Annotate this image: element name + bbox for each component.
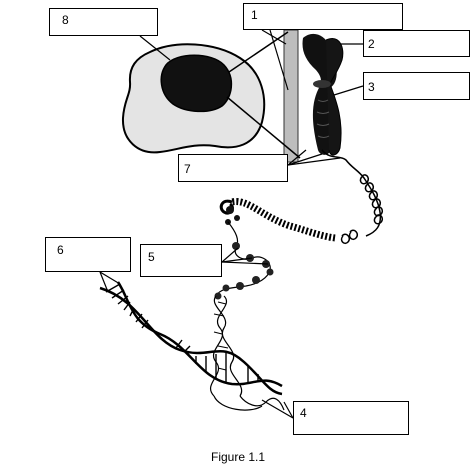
chromosome [302,33,344,156]
zoom-panel [283,29,299,163]
label-number-2: 2 [368,37,375,51]
supercoil [340,174,383,245]
nucleus [161,55,232,112]
dna-double-helix [99,281,283,396]
nuclear-envelope [160,54,233,113]
label-box-1[interactable] [243,3,403,30]
label-number-5: 5 [148,250,155,264]
label-number-6: 6 [57,243,64,257]
label-box-8[interactable] [49,8,158,36]
label-number-3: 3 [368,80,375,94]
label-number-4: 4 [300,406,307,420]
solenoid-fiber [219,198,336,242]
label-box-3[interactable] [363,72,470,100]
dna-helix [210,295,285,411]
label-box-2[interactable] [363,30,470,57]
pointer-lines [99,29,364,419]
zoom-line-bottom [226,96,301,159]
figure-caption: Figure 1.1 [210,450,266,464]
zoom-line-top [228,31,289,73]
label-box-7[interactable] [178,154,288,182]
label-number-8: 8 [62,13,69,27]
label-number-7: 7 [184,162,191,176]
label-number-1: 1 [251,8,258,22]
nucleosomes [214,242,274,300]
label-box-5[interactable] [140,244,222,277]
label-box-6[interactable] [45,237,131,272]
label-box-4[interactable] [293,401,409,435]
